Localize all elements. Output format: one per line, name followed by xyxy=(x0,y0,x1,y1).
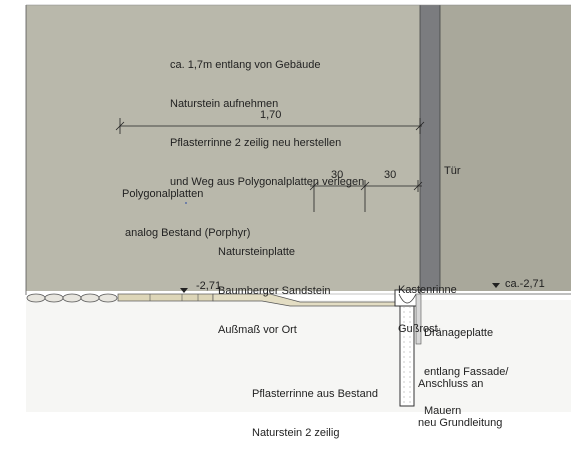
note-draenage-line-2: entlang Fassade/ xyxy=(424,366,509,378)
note-anschluss-line-2: neu Grundleitung xyxy=(418,417,503,429)
drain-pipe xyxy=(399,305,415,407)
note-pflaster-line-2: Naturstein 2 zeilig xyxy=(252,427,340,439)
note-anschluss-line-1: Anschluss an xyxy=(418,378,484,390)
note-naturstein-line-1: Natursteinplatte xyxy=(218,246,296,258)
level-right-label: ca.-2,71 xyxy=(505,278,545,290)
note-top-line-3: Pflasterrinne 2 zeilig neu herstellen xyxy=(170,137,342,149)
dimension-30-30 xyxy=(309,180,423,212)
note-polygonal-line-2: analog Bestand (Porphyr) xyxy=(122,227,251,239)
note-polygonal-line-1: Polygonalplatten xyxy=(122,188,204,200)
note-kastenrinne: Kastenrinne Gußrost xyxy=(398,258,457,362)
facade-wall-right xyxy=(440,5,571,291)
note-anschluss: Anschluss an neu Grundleitung xyxy=(418,352,502,456)
note-pflasterrinne: Pflasterrinne aus Bestand Naturstein 2 z… xyxy=(252,362,378,466)
note-draenageplatte: Dränageplatte entlang Fassade/ Mauern xyxy=(424,301,508,444)
note-kastenrinne-line-2: Gußrost xyxy=(398,323,438,335)
dimension-30b-label: 30 xyxy=(384,169,397,181)
note-top: ca. 1,7m entlang von Gebäude Naturstein … xyxy=(170,33,364,215)
polygonal-plates-strip xyxy=(117,293,214,302)
dimension-30a-label: 30 xyxy=(331,169,344,181)
cobble-stones xyxy=(26,293,118,303)
dimension-170-label: 1,70 xyxy=(260,109,282,121)
note-kastenrinne-line-1: Kastenrinne xyxy=(398,284,457,296)
note-top-line-2: Naturstein aufnehmen xyxy=(170,98,279,110)
note-naturstein-line-2: Baumberger Sandstein xyxy=(218,285,331,297)
level-marker-right xyxy=(492,283,500,288)
door-frame xyxy=(420,5,440,291)
section-drawing: ca. 1,7m entlang von Gebäude Naturstein … xyxy=(25,4,571,439)
note-polygonal: Polygonalplatten analog Bestand (Porphyr… xyxy=(122,162,250,266)
facade-wall xyxy=(26,5,420,291)
drawing-canvas xyxy=(25,4,571,412)
dimension-170 xyxy=(115,118,425,134)
note-naturstein-line-3: Außmaß vor Ort xyxy=(218,324,297,336)
level-left-label: -2,71 xyxy=(196,280,222,292)
ground xyxy=(26,300,571,412)
note-top-line-4: und Weg aus Polygonalplatten verlegen xyxy=(170,176,365,188)
note-natursteinplatte: Natursteinplatte Baumberger Sandstein Au… xyxy=(218,220,331,363)
note-top-line-1: ca. 1,7m entlang von Gebäude xyxy=(170,59,321,71)
drainage-plate xyxy=(415,293,422,345)
level-marker-left xyxy=(180,288,188,293)
note-pflaster-line-1: Pflasterrinne aus Bestand xyxy=(252,388,378,400)
note-draenage-line-1: Dränageplatte xyxy=(424,327,494,339)
door-label: Tür xyxy=(444,165,461,177)
